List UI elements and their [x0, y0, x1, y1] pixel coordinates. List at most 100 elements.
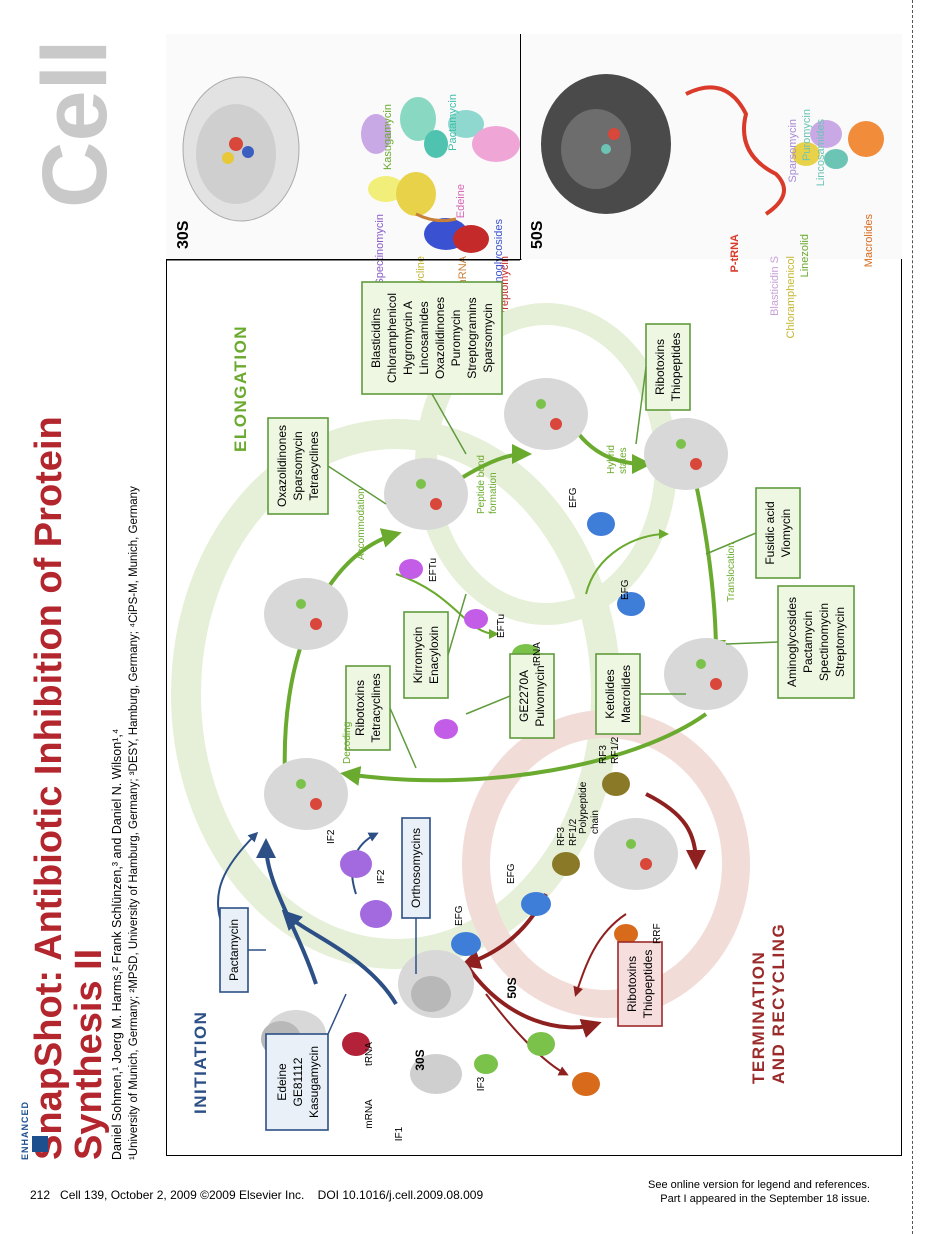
ab-30s-6: mRNA	[457, 255, 469, 288]
box-ribotox-term: Ribotoxins Thiopeptides	[617, 941, 663, 1027]
footer-note: See online version for legend and refere…	[648, 1178, 870, 1206]
box-edeine: Edeine GE81112 Kasugamycin	[265, 1033, 329, 1131]
box-pactamycin: Pactamycin	[219, 907, 249, 993]
box-kirromycin-line-0: Kirromycin	[411, 627, 425, 684]
label-eftu-gdp: EFTu	[428, 558, 439, 582]
figure-canvas: 30S Kasugamycin Pactamycin Spectinomycin…	[166, 34, 902, 1141]
box-blasticidins-line-1: Chloramphenicol	[385, 293, 399, 383]
box-aminoglycosides-line-0: Aminoglycosides	[785, 597, 799, 687]
box-ribotox-tetra: Ribotoxins Tetracyclines	[345, 665, 391, 751]
authors: Daniel Sohmen,¹ Joerg M. Harms,² Frank S…	[110, 728, 124, 1160]
label-efg-gtp: EFG	[568, 487, 579, 508]
box-pactamycin-line-0: Pactamycin	[227, 919, 241, 981]
label-rf3-top: RF3	[598, 745, 609, 764]
label-efg-term-gdp: EFG	[454, 905, 465, 926]
cell-logo-text: Cell	[24, 39, 113, 208]
label-eftu-gtp: EFTu	[496, 614, 507, 638]
box-blasticidins-line-7: Sparsomycin	[481, 303, 495, 372]
ab-50s-1: Puromycin	[801, 109, 813, 161]
box-aminoglycosides-line-2: Spectinomycin	[817, 603, 831, 681]
box-ketolides-line-1: Macrolides	[619, 665, 633, 723]
ab-50s-3: P-tRNA	[729, 234, 741, 273]
box-fusidic-line-0: Fusidic acid	[763, 501, 777, 564]
label-states: states	[618, 447, 629, 474]
box-blasticidins: Blasticidins Chloramphenicol Hygromycin …	[361, 281, 503, 395]
label-if1: IF1	[394, 1126, 405, 1141]
section-termination: TERMINATION	[749, 951, 768, 1084]
label-accommodation: Accommodation	[356, 488, 367, 560]
box-aminoglycosides-line-1: Pactamycin	[801, 611, 815, 673]
ab-30s-3: Edeine	[455, 184, 467, 218]
footer-note-line2: Part I appeared in the September 18 issu…	[660, 1193, 870, 1205]
box-kirromycin-line-1: Enacyloxin	[427, 626, 441, 684]
box-kirromycin: Kirromycin Enacyloxin	[403, 611, 449, 699]
ab-50s-5: Chloramphenicol	[785, 256, 797, 339]
panel-50s: 50S Sparsomycin Puromycin Lincosamides P…	[520, 34, 902, 339]
label-formation: formation	[488, 472, 499, 514]
label-30s: 30S	[413, 1049, 427, 1070]
label-50s: 50S	[505, 977, 519, 998]
ab-50s-0: Sparsomycin	[787, 119, 799, 183]
ab-50s-7: Macrolides	[863, 214, 875, 268]
box-blasticidins-line-3: Lincosamides	[417, 301, 431, 374]
trim-line	[912, 0, 913, 1234]
panel-30s: 30S Kasugamycin Pactamycin Spectinomycin…	[166, 34, 520, 320]
label-mrna: mRNA	[364, 1099, 375, 1129]
box-blasticidins-line-2: Hygromycin A	[401, 301, 415, 375]
panel-50s-label: 50S	[529, 220, 546, 249]
inhibitor-lines	[248, 918, 417, 1035]
cell-logo: Cell	[18, 30, 113, 220]
box-ribotox-term-line-0: Ribotoxins	[625, 956, 639, 1012]
box-oxazolidinones: Oxazolidinones Sparsomycin Tetracyclines	[267, 417, 329, 515]
footer-citation: 212 Cell 139, October 2, 2009 ©2009 Else…	[30, 1188, 484, 1202]
label-peptide-bond: Peptide bond	[476, 455, 487, 514]
box-aminoglycosides: Aminoglycosides Pactamycin Spectinomycin…	[777, 585, 855, 699]
label-trna-elong: tRNA	[532, 642, 543, 666]
box-ge2270-line-0: GE2270A	[517, 670, 531, 722]
label-efg-gdp: EFG	[620, 579, 631, 600]
label-rf12-term: RF1/2	[568, 818, 579, 846]
ab-50s-6: Linezolid	[799, 234, 811, 277]
box-ribotox-tetra-line-0: Ribotoxins	[353, 680, 367, 736]
box-oxazolidinones-line-1: Sparsomycin	[291, 431, 305, 500]
box-aminoglycosides-line-3: Streptomycin	[833, 607, 847, 677]
box-edeine-line-2: Kasugamycin	[307, 1046, 321, 1118]
box-edeine-line-1: GE81112	[291, 1057, 305, 1106]
page-title-line2: Synthesis II	[68, 948, 110, 1160]
box-edeine-line-0: Edeine	[275, 1063, 289, 1101]
box-ketolides-line-0: Ketolides	[603, 669, 617, 718]
affiliations: ¹University of Munich, Germany; ²MPSD, U…	[128, 486, 140, 1160]
box-blasticidins-line-0: Blasticidins	[369, 308, 383, 368]
box-ribotox-tetra-line-1: Tetracyclines	[369, 673, 383, 742]
section-elongation: ELONGATION	[231, 325, 250, 452]
enhanced-icon	[32, 1136, 48, 1152]
box-ribotox-thio-line-0: Ribotoxins	[653, 339, 667, 395]
ab-30s-1: Pactamycin	[447, 94, 459, 151]
section-recycling: AND RECYCLING	[769, 923, 788, 1084]
ab-30s-2: Spectinomycin	[374, 214, 386, 286]
section-initiation: INITIATION	[191, 1011, 210, 1114]
box-blasticidins-line-4: Oxazolidinones	[433, 297, 447, 379]
box-oxazolidinones-line-2: Tetracyclines	[307, 431, 321, 500]
label-translocation: Translocation	[726, 542, 737, 602]
box-blasticidins-line-6: Streptogramins	[465, 297, 479, 378]
ab-50s-2: Lincosamides	[815, 119, 827, 187]
box-blasticidins-line-5: Puromycin	[449, 310, 463, 367]
label-rrf: RRF	[652, 923, 663, 944]
box-fusidic: Fusidic acid Viomycin	[755, 487, 801, 579]
label-trna: tRNA	[364, 1042, 375, 1066]
box-ketolides: Ketolides Macrolides	[595, 653, 641, 735]
label-efg-term-gtp: EFG	[506, 863, 517, 884]
page-title: SnapShot: Antibiotic Inhibition of Prote…	[28, 416, 70, 1160]
box-ribotox-thio-line-1: Thiopeptides	[669, 333, 683, 402]
ab-50s-4: Blasticidin S	[769, 256, 781, 316]
ab-30s-0: Kasugamycin	[382, 104, 394, 170]
box-ribotox-thio: Ribotoxins Thiopeptides	[645, 323, 691, 411]
panel-30s-label: 30S	[175, 220, 192, 249]
label-hybrid: Hybrid	[606, 445, 617, 474]
label-chain: chain	[590, 810, 601, 834]
box-fusidic-line-1: Viomycin	[779, 509, 793, 557]
box-ge2270: GE2270A Pulvomycin	[509, 653, 555, 739]
footer-note-line1: See online version for legend and refere…	[648, 1179, 870, 1191]
label-if2-gdp: IF2	[326, 829, 337, 844]
